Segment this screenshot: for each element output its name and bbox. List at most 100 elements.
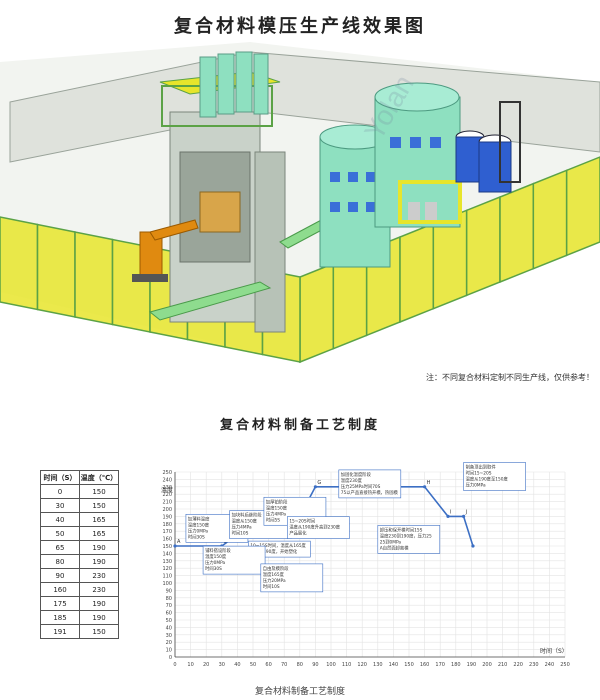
annotation-text: 温度150度 bbox=[188, 521, 210, 528]
cell-time: 65 bbox=[40, 540, 80, 555]
cell-temperature: 190 bbox=[79, 596, 119, 611]
x-tick-label: 170 bbox=[435, 662, 445, 668]
cell-time: 30 bbox=[40, 498, 80, 513]
annotation-text: 温度165度 bbox=[263, 571, 285, 578]
annotation-box bbox=[377, 525, 441, 554]
y-tick-label: 60 bbox=[166, 611, 172, 617]
y-tick-label: 180 bbox=[162, 522, 172, 528]
annotation-text: 时间5S bbox=[266, 516, 280, 523]
annotation-text: 压力20MPa bbox=[263, 577, 286, 584]
annotation-text: 压力0MPa bbox=[466, 482, 486, 489]
fence-panel bbox=[0, 216, 39, 311]
annotation-text: 10~15S时间，温度从165度 bbox=[250, 542, 306, 549]
annotation-text: 制备顶出到取件 bbox=[466, 464, 497, 471]
cell-temperature: 150 bbox=[79, 498, 119, 513]
blue-drums bbox=[455, 130, 512, 193]
fence-panel bbox=[299, 262, 335, 364]
y-tick-label: 190 bbox=[162, 514, 172, 520]
annotation-box bbox=[287, 516, 350, 539]
annotation-text: 75以产品直接热开模，热固模 bbox=[341, 489, 399, 496]
annotation-box bbox=[338, 469, 402, 499]
header-temperature: 温度（℃） bbox=[79, 470, 119, 485]
annotation-text: A自然面卸离模 bbox=[380, 544, 409, 551]
fence-panel bbox=[532, 169, 568, 270]
annotation-text: 压力0MPa bbox=[188, 527, 208, 534]
disclaimer-note: 注：不同复合材料定制不同生产线，仅供参考！ bbox=[426, 373, 594, 382]
x-axis-label: 时间（S） bbox=[540, 647, 568, 655]
cell-temperature: 150 bbox=[79, 484, 119, 499]
annotation-text: 温度150度 bbox=[266, 504, 288, 511]
annotation-text: 温度230度 bbox=[341, 477, 363, 484]
y-tick-label: 230 bbox=[162, 485, 172, 491]
y-tick-label: 70 bbox=[166, 603, 172, 609]
data-point bbox=[462, 514, 466, 518]
y-tick-label: 80 bbox=[166, 596, 172, 602]
data-point bbox=[423, 485, 427, 489]
y-tick-label: 140 bbox=[162, 551, 172, 557]
y-tick-label: 30 bbox=[166, 633, 172, 639]
annotation-text: 温度230到190度，压力25 bbox=[380, 532, 432, 539]
annotation-text: 升高到190度，开始塑化 bbox=[250, 548, 298, 555]
annotation-text: 温度150度 bbox=[205, 553, 227, 560]
x-tick-label: 40 bbox=[234, 662, 240, 668]
annotation-text: 铺料搭设阶段 bbox=[205, 547, 231, 554]
production-line-rendering: Yolan bbox=[0, 42, 600, 364]
y-tick-label: 240 bbox=[162, 477, 172, 483]
x-tick-label: 190 bbox=[467, 662, 477, 668]
y-tick-label: 110 bbox=[162, 574, 172, 580]
robot-arm bbox=[132, 219, 199, 282]
cell-time: 40 bbox=[40, 512, 80, 527]
y-tick-label: 170 bbox=[162, 529, 172, 535]
cell-temperature: 165 bbox=[79, 512, 119, 527]
annotation-text: 加薄料温度 bbox=[188, 515, 210, 522]
x-tick-label: 20 bbox=[203, 662, 209, 668]
annotation-box bbox=[202, 545, 266, 575]
x-tick-label: 150 bbox=[404, 662, 414, 668]
x-tick-label: 220 bbox=[513, 662, 523, 668]
annotation-text: 产品展化 bbox=[289, 530, 307, 537]
annotation-text: 25到0MPa bbox=[380, 538, 402, 545]
y-tick-label: 120 bbox=[162, 566, 172, 572]
annotation-text: 压力0MPa bbox=[205, 559, 225, 566]
cell-time: 185 bbox=[40, 610, 80, 625]
header-time: 时间（S） bbox=[40, 470, 80, 485]
yellow-rack bbox=[398, 180, 462, 224]
x-tick-label: 160 bbox=[420, 662, 430, 668]
point-label: A bbox=[177, 539, 181, 545]
x-tick-label: 140 bbox=[389, 662, 399, 668]
annotation-text: 时间15~20S bbox=[466, 470, 492, 477]
cell-temperature: 150 bbox=[79, 624, 119, 639]
annotation-text: 压力4MPa bbox=[232, 524, 252, 531]
page-title: 复合材料模压生产线效果图 bbox=[174, 16, 426, 37]
table-header-row: 时间（S） 温度（℃） bbox=[40, 470, 119, 485]
x-tick-label: 210 bbox=[498, 662, 508, 668]
x-tick-label: 10 bbox=[187, 662, 193, 668]
y-tick-label: 40 bbox=[166, 625, 172, 631]
x-tick-label: 110 bbox=[342, 662, 352, 668]
cell-time: 50 bbox=[40, 526, 80, 541]
y-tick-label: 130 bbox=[162, 559, 172, 565]
x-tick-label: 30 bbox=[219, 662, 225, 668]
annotation-text: 压力25MPa时间70S bbox=[341, 483, 381, 490]
fence-panel bbox=[74, 231, 114, 326]
x-tick-label: 130 bbox=[373, 662, 383, 668]
y-axis-label: 温度 bbox=[161, 486, 173, 494]
x-tick-label: 80 bbox=[297, 662, 303, 668]
x-tick-label: 240 bbox=[545, 662, 555, 668]
x-tick-label: 120 bbox=[357, 662, 367, 668]
data-point bbox=[313, 485, 317, 489]
annotation-text: 温度从190度升高到230度 bbox=[289, 524, 340, 531]
annotation-text: 压力4MPa bbox=[266, 510, 286, 517]
cell-time: 90 bbox=[40, 568, 80, 583]
cell-temperature: 190 bbox=[79, 554, 119, 569]
point-label: G bbox=[317, 480, 321, 486]
x-tick-label: 250 bbox=[560, 662, 570, 668]
fence-panel bbox=[399, 222, 435, 324]
